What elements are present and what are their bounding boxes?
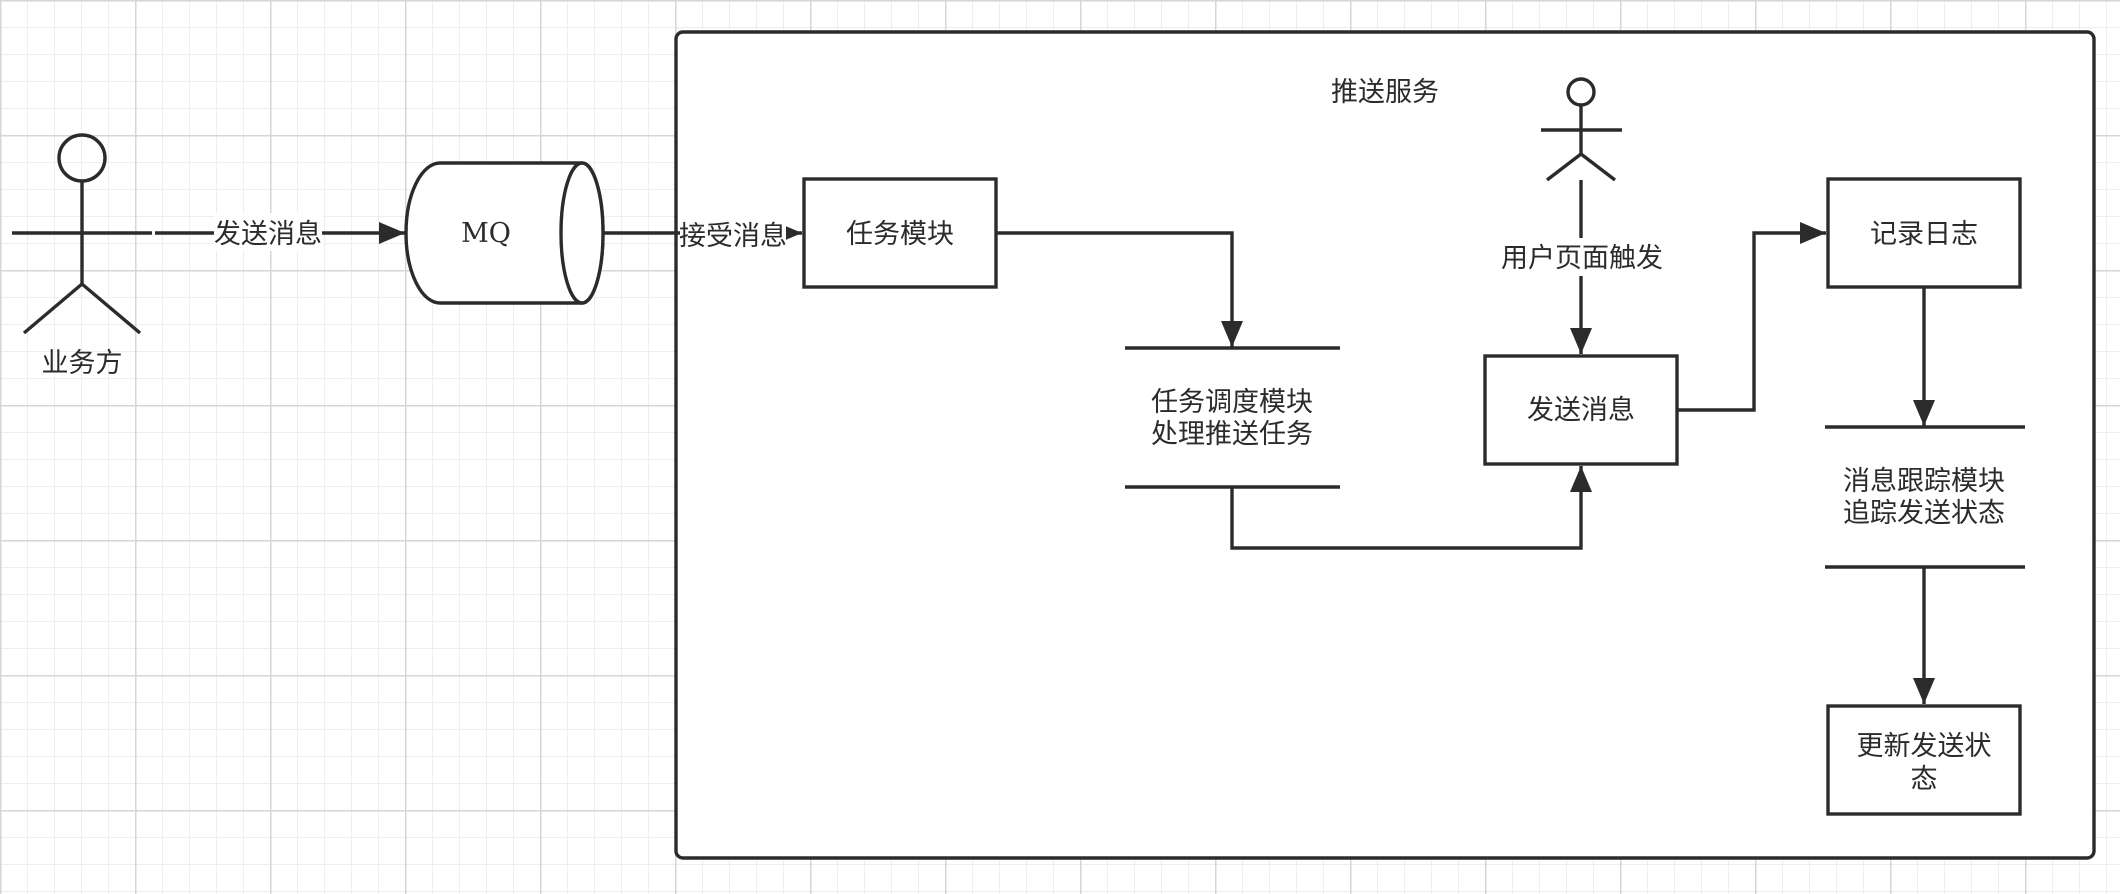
actor-head	[57, 133, 107, 183]
user-actor[interactable]	[1541, 77, 1622, 182]
push-service-title: 推送服务	[1331, 77, 1439, 108]
log-label: 记录日志	[1870, 219, 1978, 250]
business-actor[interactable]	[12, 133, 152, 335]
business-actor-label: 业务方	[42, 348, 123, 379]
edge-receive-label: 接受消息	[679, 221, 787, 252]
edge-task-to-schedule[interactable]	[996, 231, 1243, 347]
tracking-module-line2: 追踪发送状态	[1843, 498, 2005, 529]
task-module-label: 任务模块	[846, 219, 954, 250]
schedule-module-line1: 任务调度模块	[1151, 387, 1313, 418]
send-message-label: 发送消息	[1527, 395, 1635, 426]
send-message-box[interactable]	[1483, 354, 1679, 466]
task-module-box[interactable]	[802, 177, 998, 289]
push-service-container[interactable]	[674, 30, 2096, 860]
update-status-box[interactable]	[1826, 704, 2022, 816]
mq-label: MQ	[461, 218, 511, 249]
edge-send-to-log[interactable]	[1677, 222, 1826, 412]
tracking-module-line1: 消息跟踪模块	[1843, 466, 2005, 497]
edge-schedule-to-send[interactable]	[1230, 466, 1592, 550]
update-status-line2: 态	[1911, 764, 1938, 795]
edge-send-label: 发送消息	[214, 219, 322, 250]
schedule-module-line2: 处理推送任务	[1151, 419, 1313, 450]
update-status-line1: 更新发送状	[1857, 731, 1992, 762]
edge-user-label: 用户页面触发	[1501, 243, 1663, 274]
